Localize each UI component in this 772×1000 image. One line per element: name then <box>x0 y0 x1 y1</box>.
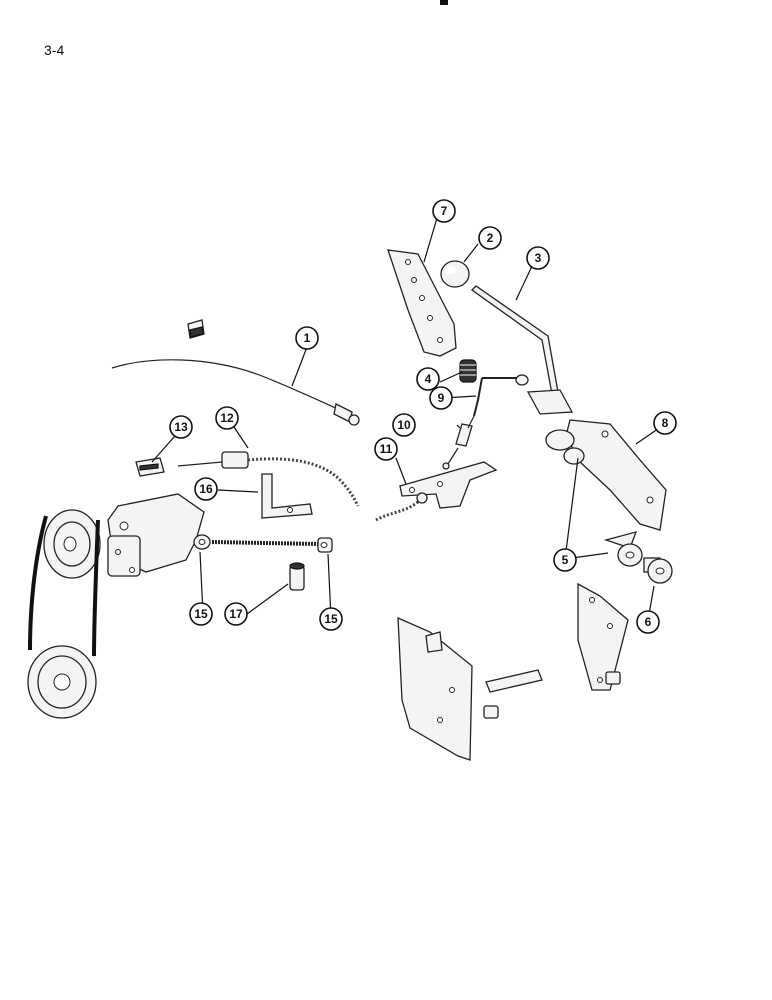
callout-2-label: 2 <box>487 231 494 245</box>
bushing-part <box>643 557 673 584</box>
mount-bracket-part <box>261 473 313 519</box>
rod-end-right-part <box>317 537 333 553</box>
long-pin-part <box>485 669 543 693</box>
lower-right-plate-part <box>577 582 629 691</box>
lower-left-plate-part <box>397 616 473 761</box>
callout-15-right: 15 <box>319 607 343 631</box>
lever-part <box>470 285 574 415</box>
callout-15-left: 15 <box>189 602 213 626</box>
top-edge-mark <box>440 0 448 5</box>
link-rod-part <box>473 374 529 417</box>
pump-body-part <box>107 493 205 577</box>
callout-8: 8 <box>653 411 677 435</box>
callout-16: 16 <box>194 477 218 501</box>
callout-8-label: 8 <box>662 416 669 430</box>
spacer-part <box>289 562 305 591</box>
callout-4: 4 <box>416 367 440 391</box>
cable-end-part <box>375 492 428 522</box>
pivot-bracket-part <box>545 419 667 549</box>
callout-15-right-label: 15 <box>324 612 338 626</box>
callout-11-label: 11 <box>380 442 393 456</box>
callout-7: 7 <box>432 199 456 223</box>
callout-10: 10 <box>392 413 416 437</box>
turnbuckle-part <box>442 415 475 470</box>
washer-part <box>617 543 643 567</box>
drive-cable-part <box>177 451 360 507</box>
spring-part <box>459 359 477 383</box>
callout-2: 2 <box>478 226 502 250</box>
callout-17-label: 17 <box>229 607 243 621</box>
callout-3-label: 3 <box>535 251 542 265</box>
link-bracket-part <box>399 461 498 509</box>
callout-5: 5 <box>553 548 577 572</box>
threaded-rod-part <box>211 540 319 546</box>
callout-15-left-label: 15 <box>194 607 208 621</box>
callout-16-label: 16 <box>199 482 213 496</box>
upper-pulley-part <box>43 509 101 579</box>
clevis-part <box>135 457 165 477</box>
belt-part <box>28 515 100 657</box>
callout-1-label: 1 <box>304 331 311 345</box>
lower-pulley-part <box>27 645 97 719</box>
callout-12-label: 12 <box>220 411 234 425</box>
callout-12: 12 <box>215 406 239 430</box>
callout-5-label: 5 <box>562 553 569 567</box>
callout-13: 13 <box>169 415 193 439</box>
short-pin-part <box>483 705 499 719</box>
callout-17: 17 <box>224 602 248 626</box>
clip-part <box>187 319 205 339</box>
callout-10-label: 10 <box>397 418 411 432</box>
callout-11: 11 <box>374 437 398 461</box>
upper-plate-part <box>387 249 457 357</box>
callout-7-label: 7 <box>441 204 448 218</box>
callout-3: 3 <box>526 246 550 270</box>
callout-6: 6 <box>636 610 660 634</box>
callout-6-label: 6 <box>645 615 652 629</box>
knob-part <box>440 260 470 288</box>
callout-9: 9 <box>429 386 453 410</box>
callout-13-label: 13 <box>174 420 188 434</box>
callout-4-label: 4 <box>425 372 432 386</box>
callout-1: 1 <box>295 326 319 350</box>
rod-end-left-part <box>193 534 211 550</box>
callout-9-label: 9 <box>438 391 445 405</box>
throttle-cable-part <box>111 359 360 426</box>
page-number: 3-4 <box>44 42 65 58</box>
